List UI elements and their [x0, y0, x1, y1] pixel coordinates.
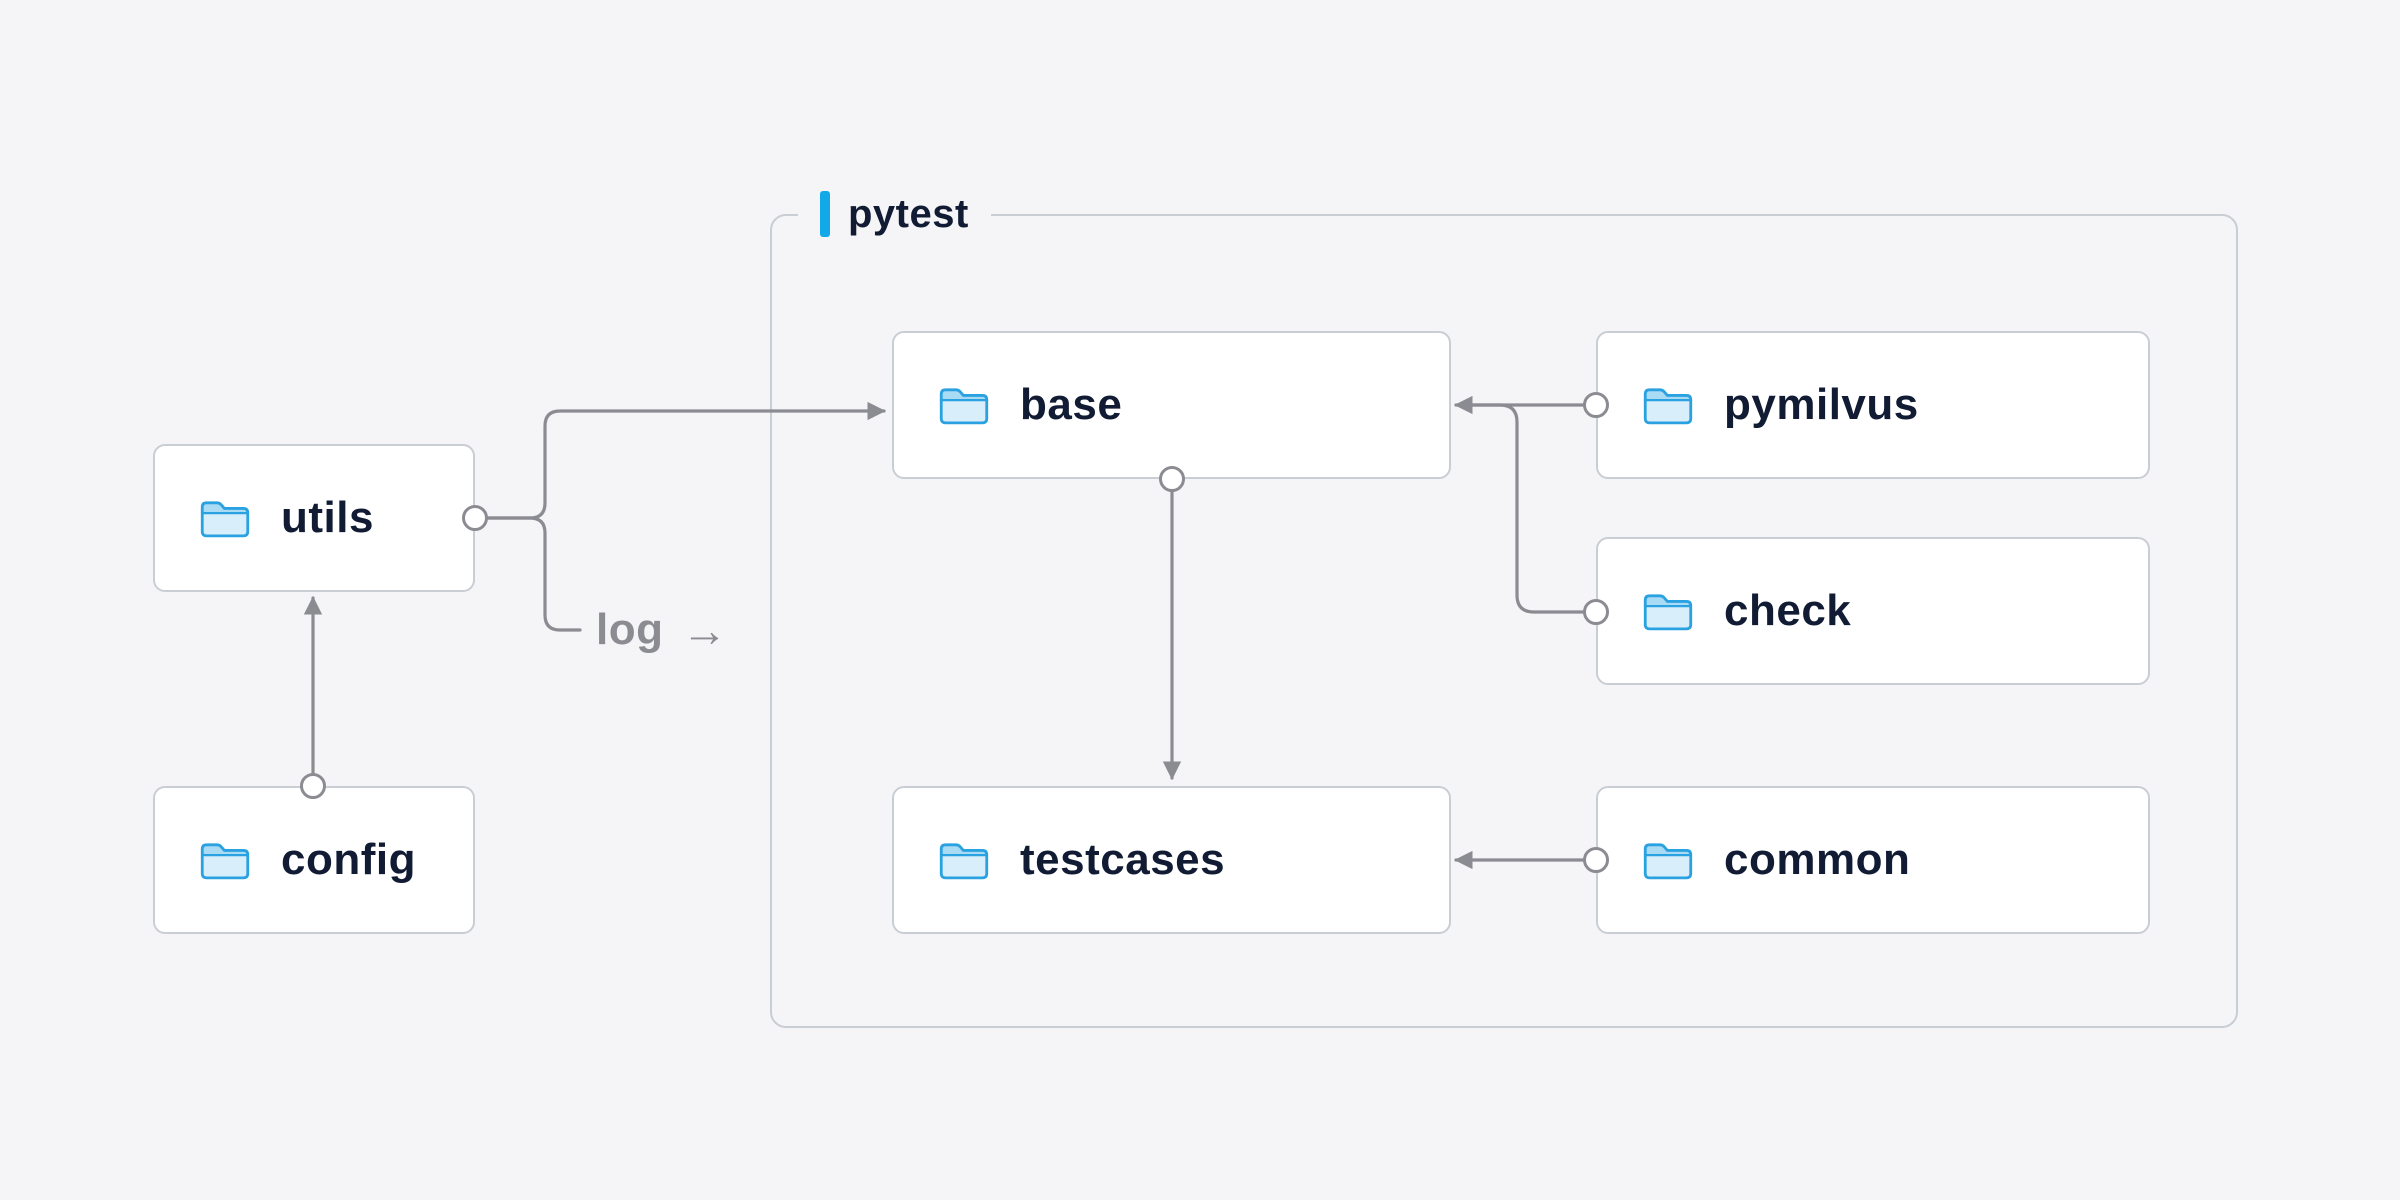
folder-icon — [938, 838, 990, 882]
edge-utils-log — [473, 516, 582, 632]
accent-bar-icon — [820, 191, 830, 237]
pytest-group-title: pytest — [848, 191, 969, 236]
node-check: check — [1596, 537, 2150, 685]
folder-icon — [199, 838, 251, 882]
node-common: common — [1596, 786, 2150, 934]
pytest-group — [770, 214, 2238, 1028]
pytest-group-label: pytest — [798, 186, 991, 242]
node-config: config — [153, 786, 475, 934]
node-label-pymilvus: pymilvus — [1724, 380, 1919, 429]
node-label-utils: utils — [281, 493, 374, 542]
node-label-config: config — [281, 835, 416, 884]
node-utils: utils — [153, 444, 475, 592]
folder-icon — [938, 383, 990, 427]
folder-icon — [199, 496, 251, 540]
node-label-testcases: testcases — [1020, 835, 1226, 884]
folder-icon — [1642, 589, 1694, 633]
node-base: base — [892, 331, 1451, 479]
log-edge-label: log → — [596, 600, 727, 660]
node-label-common: common — [1724, 835, 1911, 884]
right-arrow-icon: → — [681, 604, 728, 656]
folder-icon — [1642, 838, 1694, 882]
node-label-base: base — [1020, 380, 1123, 429]
log-edge-label-text: log — [596, 605, 664, 654]
folder-icon — [1642, 383, 1694, 427]
node-testcases: testcases — [892, 786, 1451, 934]
node-pymilvus: pymilvus — [1596, 331, 2150, 479]
node-label-check: check — [1724, 586, 1852, 635]
